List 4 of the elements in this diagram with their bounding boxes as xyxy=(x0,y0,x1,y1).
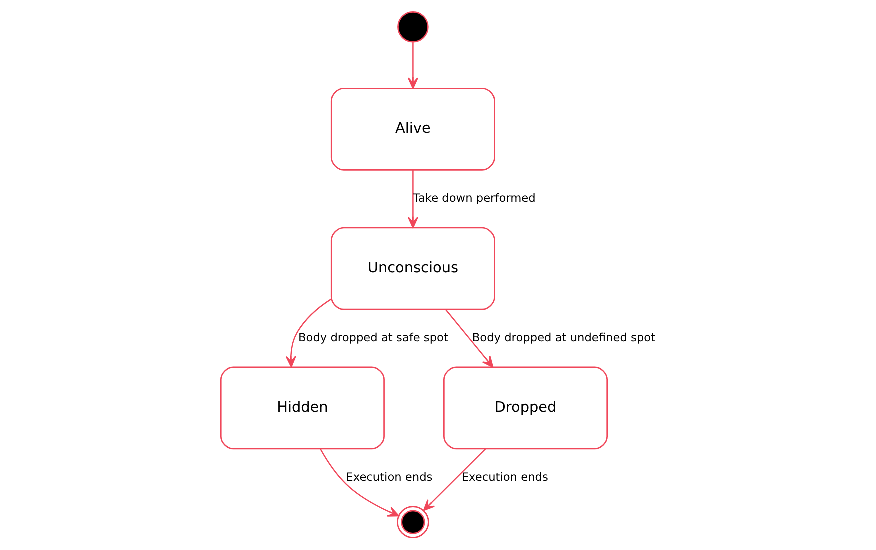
edge-label: Body dropped at safe spot xyxy=(298,330,448,344)
edge-label: Execution ends xyxy=(461,470,548,484)
edge-label: Execution ends xyxy=(346,470,432,484)
edge-label: Body dropped at undefined spot xyxy=(472,330,656,344)
